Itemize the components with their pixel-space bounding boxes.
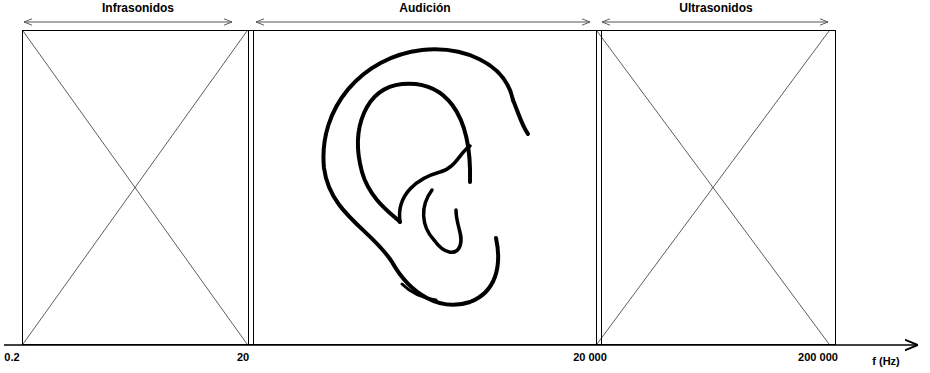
axis-tick-label: f (Hz): [872, 355, 900, 368]
band-heading: Infrasonidos: [23, 1, 253, 15]
frequency-band: Ultrasonidos: [596, 30, 836, 345]
band-heading: Audición: [249, 1, 601, 15]
axis-tick-label: 0.2: [4, 351, 19, 364]
frequency-band: Infrasonidos: [22, 30, 254, 345]
axis-tick-label: 20: [237, 351, 249, 364]
axis-tick-label: 200 000: [798, 351, 838, 364]
axis-tick-label: 20 000: [573, 351, 607, 364]
band-heading: Ultrasonidos: [597, 1, 835, 15]
frequency-band: Audición: [248, 30, 602, 345]
cross-lines: [23, 31, 829, 344]
span-bracket: [24, 22, 828, 23]
ear-illustration: [323, 49, 528, 304]
